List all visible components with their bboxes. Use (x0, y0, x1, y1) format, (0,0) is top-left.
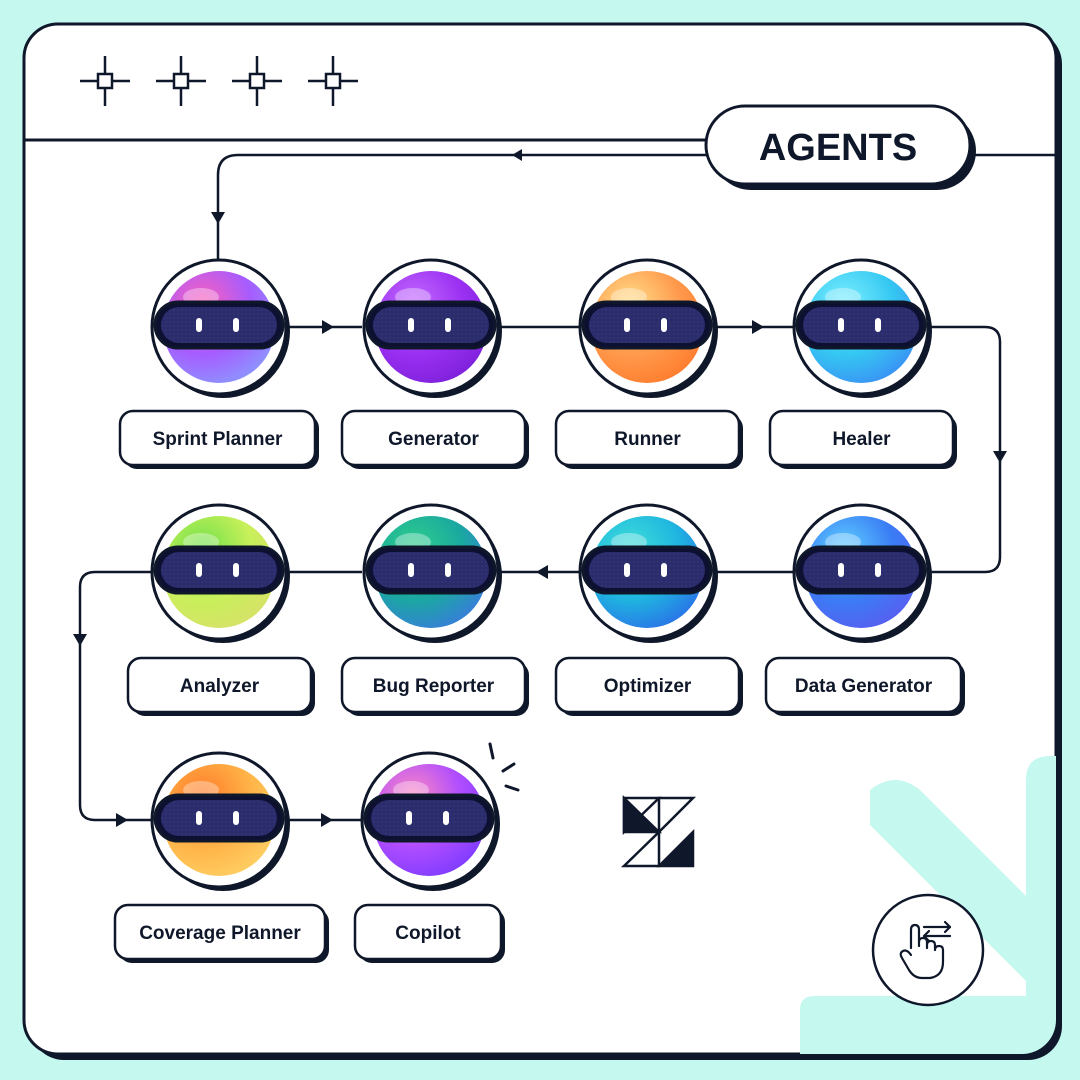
eye-icon (196, 811, 202, 825)
agent-bug-reporter[interactable]: Bug Reporter (340, 503, 529, 716)
arrowhead-right (322, 320, 334, 334)
agent-label-pill: Sprint Planner (118, 409, 319, 469)
agent-label: Optimizer (604, 676, 692, 697)
robot-visor-icon (365, 545, 497, 595)
connector-row2-to-row3 (78, 570, 152, 822)
agent-label: Runner (614, 429, 681, 450)
arrowhead-right (752, 320, 764, 334)
agent-coverage-planner[interactable]: Coverage Planner (113, 751, 329, 963)
diagram-title: AGENTS (759, 127, 917, 169)
arrowhead-down (73, 634, 87, 646)
eye-icon (838, 318, 844, 332)
agent-data-generator[interactable]: Data Generator (764, 503, 965, 716)
connector-title-to-sprint-planner (216, 153, 708, 262)
agent-label-pill: Bug Reporter (340, 656, 529, 716)
swipe-hand-icon (899, 920, 952, 980)
robot-visor-icon (795, 545, 927, 595)
eye-icon (875, 563, 881, 577)
eye-icon (875, 318, 881, 332)
arrowhead-right (321, 813, 333, 827)
arrowhead-down (993, 451, 1007, 463)
eye-icon (624, 318, 630, 332)
crosshair-icon (80, 56, 130, 106)
robot-visor-icon (581, 545, 713, 595)
agent-optimizer[interactable]: Optimizer (554, 503, 743, 716)
robot-visor-icon (153, 545, 285, 595)
arrowhead-left (512, 149, 522, 161)
agent-nodes: Sprint Planner Generator Runner HealerData … (113, 258, 965, 963)
eye-icon (196, 563, 202, 577)
agent-label: Bug Reporter (373, 676, 495, 697)
crosshair-icon (156, 56, 206, 106)
agent-label-pill: Healer (768, 409, 957, 469)
agent-label: Analyzer (180, 676, 260, 697)
eye-icon (445, 318, 451, 332)
agent-label: Coverage Planner (139, 923, 301, 944)
crosshair-icon (232, 56, 282, 106)
crosshair-row (80, 56, 358, 106)
crosshair-icon (308, 56, 358, 106)
eye-icon (661, 563, 667, 577)
connector-row1-to-row2 (929, 325, 1002, 574)
arrowhead-right (116, 813, 128, 827)
agent-label-pill: Coverage Planner (113, 903, 329, 963)
agent-label-pill: Data Generator (764, 656, 965, 716)
agent-label-pill: Runner (554, 409, 743, 469)
robot-visor-icon (153, 300, 285, 350)
agent-label: Copilot (395, 923, 461, 944)
eye-icon (233, 318, 239, 332)
robot-visor-icon (153, 793, 285, 843)
robot-visor-icon (365, 300, 497, 350)
agent-label: Generator (388, 429, 479, 450)
agent-analyzer[interactable]: Analyzer (126, 503, 315, 716)
swipe-hand-button[interactable] (871, 893, 985, 1007)
sparkle-icon (488, 742, 520, 792)
agent-label: Sprint Planner (153, 429, 283, 450)
flow-arrowheads (73, 149, 1007, 827)
eye-icon (233, 811, 239, 825)
eye-icon (443, 811, 449, 825)
agent-label: Data Generator (795, 676, 933, 697)
agent-generator[interactable]: Generator (340, 258, 529, 469)
agent-healer[interactable]: Healer (768, 258, 957, 469)
agent-runner[interactable]: Runner (554, 258, 743, 469)
agent-label-pill: Copilot (353, 903, 505, 963)
robot-visor-icon (363, 793, 495, 843)
eye-icon (196, 318, 202, 332)
robot-visor-icon (795, 300, 927, 350)
agent-copilot[interactable]: Copilot (353, 751, 505, 963)
eye-icon (661, 318, 667, 332)
eye-icon (408, 563, 414, 577)
brand-logo-icon (620, 795, 697, 868)
agent-label: Healer (832, 429, 891, 450)
arrowhead-left (536, 565, 548, 579)
title-pill: AGENTS (704, 104, 976, 190)
eye-icon (624, 563, 630, 577)
robot-visor-icon (581, 300, 713, 350)
eye-icon (406, 811, 412, 825)
agent-label-pill: Generator (340, 409, 529, 469)
eye-icon (445, 563, 451, 577)
agent-sprint-planner[interactable]: Sprint Planner (118, 258, 319, 469)
eye-icon (838, 563, 844, 577)
agent-label-pill: Analyzer (126, 656, 315, 716)
eye-icon (233, 563, 239, 577)
agent-label-pill: Optimizer (554, 656, 743, 716)
arrowhead-down (211, 212, 225, 224)
eye-icon (408, 318, 414, 332)
